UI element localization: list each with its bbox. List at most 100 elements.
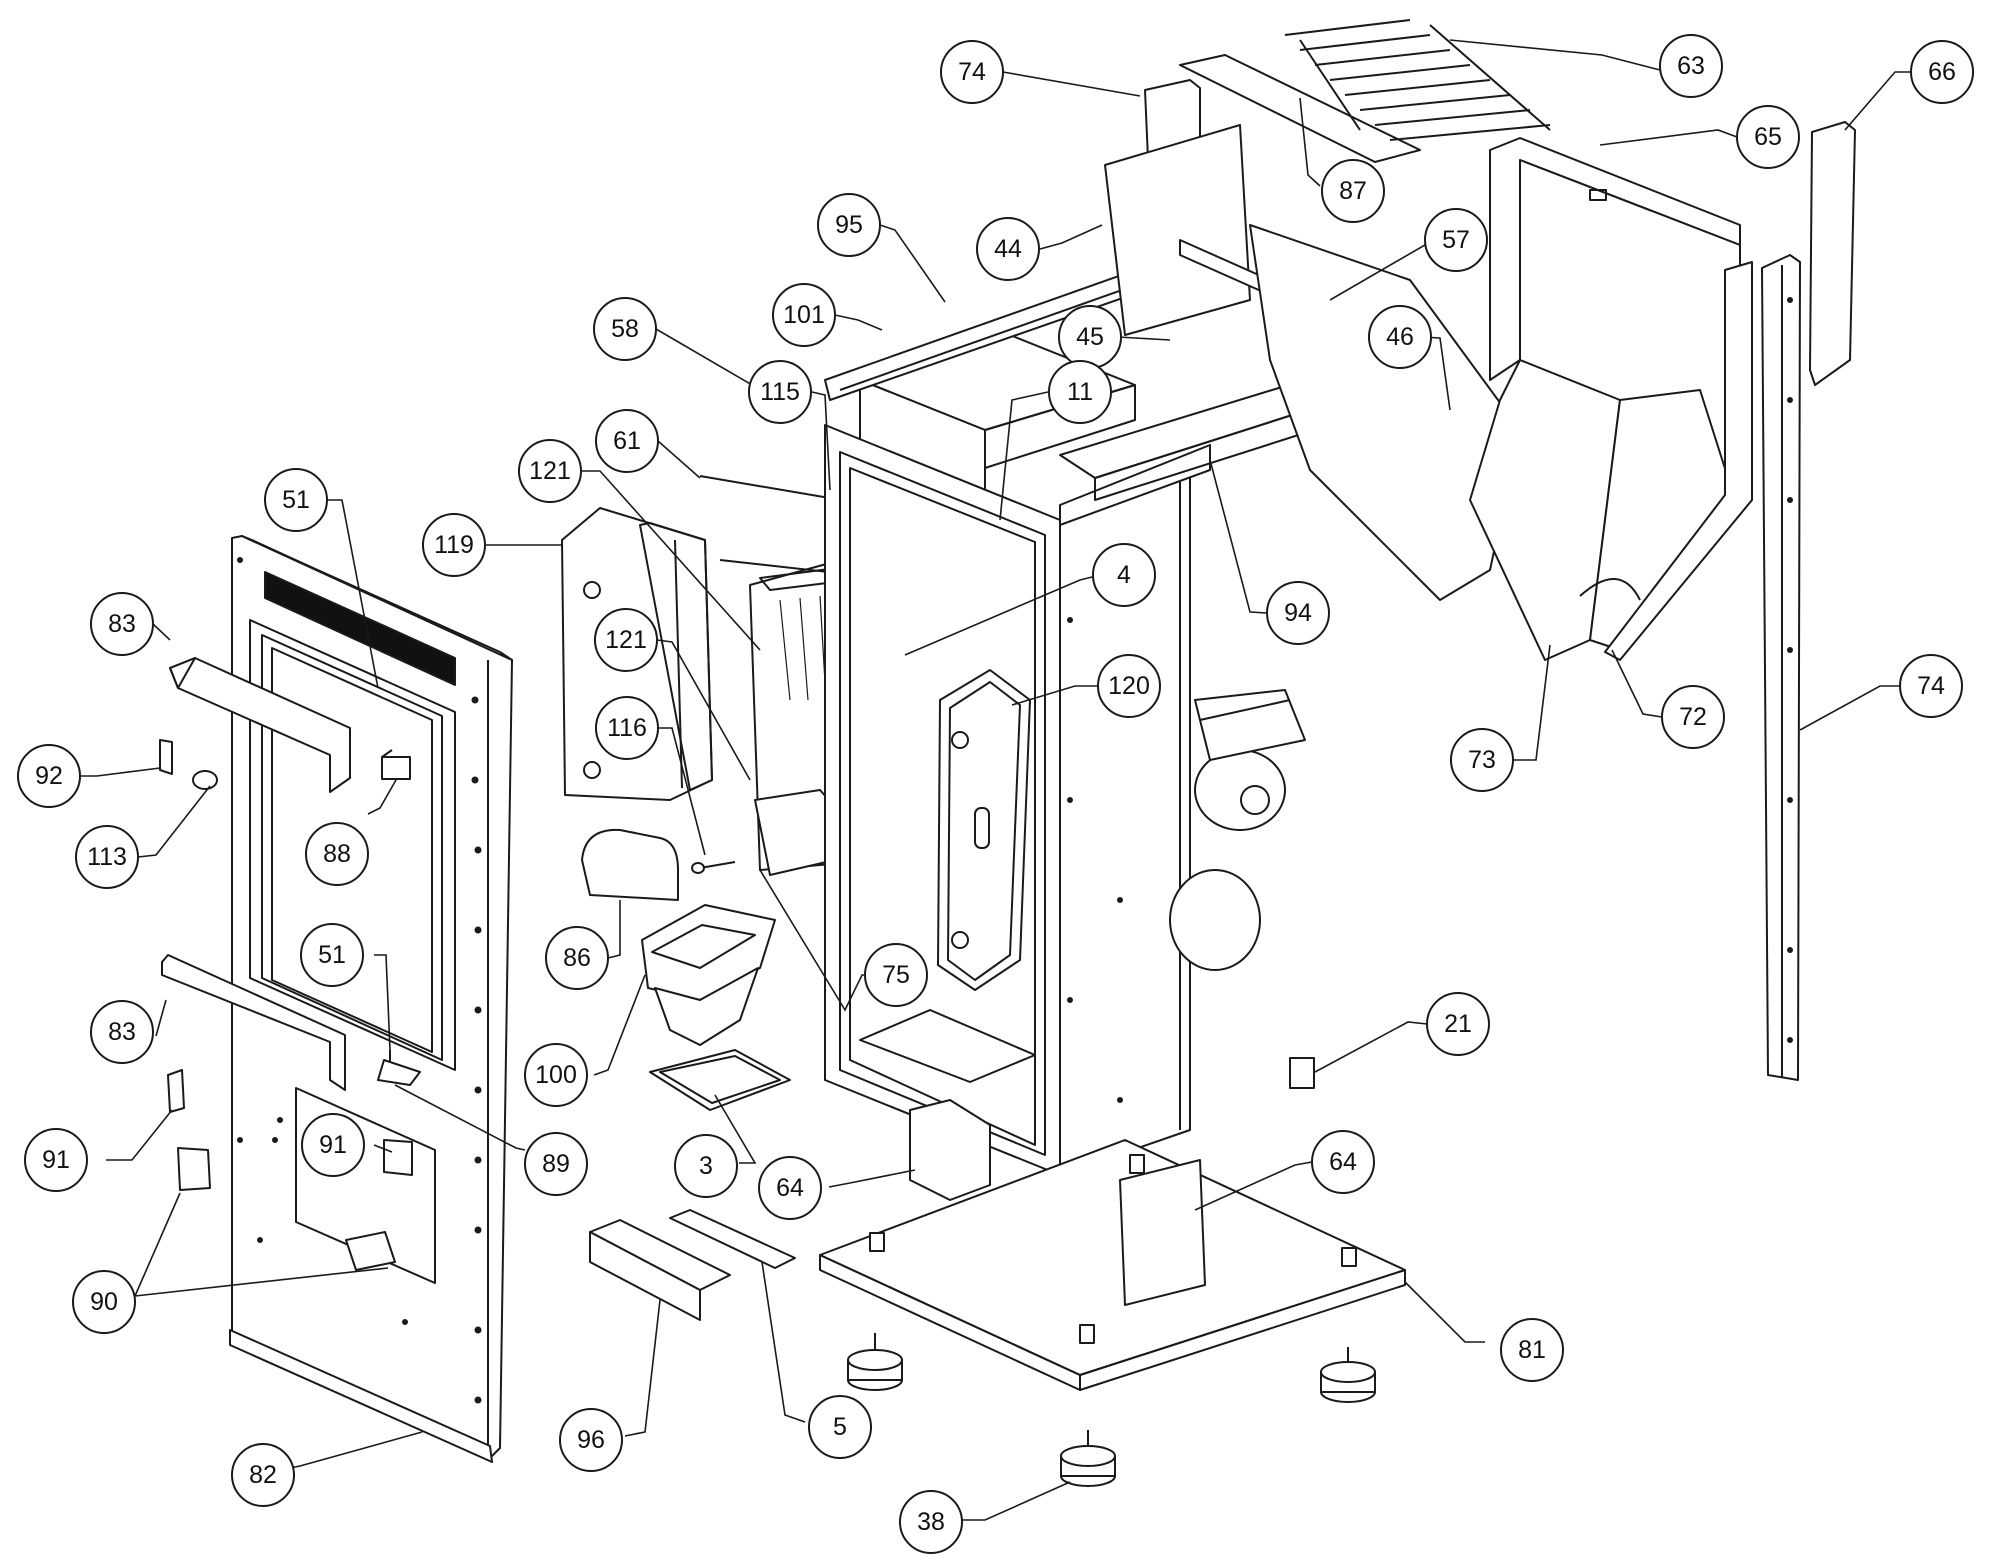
callout-51b: 51 [300, 923, 364, 987]
bolt-116 [691, 861, 736, 874]
svg-text:73: 73 [1468, 746, 1496, 774]
svg-text:61: 61 [613, 427, 641, 455]
svg-text:38: 38 [917, 1508, 945, 1536]
svg-text:3: 3 [699, 1152, 713, 1180]
svg-text:11: 11 [1067, 378, 1093, 406]
callout-57: 57 [1424, 208, 1488, 272]
callout-82: 82 [231, 1443, 295, 1507]
callout-101: 101 [772, 283, 836, 347]
svg-text:51: 51 [282, 486, 310, 514]
callout-64a: 64 [758, 1156, 822, 1220]
svg-text:121: 121 [605, 626, 647, 654]
svg-text:83: 83 [108, 610, 136, 638]
gasket-5 [669, 1209, 796, 1269]
callout-21: 21 [1426, 992, 1490, 1056]
side-rail-66 [1809, 121, 1856, 386]
callout-74b: 74 [1899, 654, 1963, 718]
rear-plate-44 [1104, 124, 1251, 336]
svg-text:100: 100 [535, 1061, 577, 1089]
ash-door-96 [589, 1219, 731, 1321]
callout-46: 46 [1368, 305, 1432, 369]
gasket-3 [649, 1049, 791, 1111]
callout-65: 65 [1736, 105, 1800, 169]
callout-120: 120 [1097, 654, 1161, 718]
callout-44: 44 [976, 217, 1040, 281]
deflector-bottom [161, 954, 346, 1091]
callout-92: 92 [17, 744, 81, 808]
hopper-73 [1469, 359, 1736, 661]
svg-text:90: 90 [90, 1288, 118, 1316]
brazier-100 [641, 904, 776, 1046]
callout-45: 45 [1058, 305, 1122, 369]
svg-text:95: 95 [835, 211, 863, 239]
ash-lid-86 [581, 828, 679, 901]
front-panel [229, 535, 513, 1463]
svg-text:51: 51 [318, 941, 346, 969]
svg-text:81: 81 [1518, 1336, 1546, 1364]
callout-113: 113 [75, 825, 139, 889]
svg-text:83: 83 [108, 1018, 136, 1046]
callout-51a: 51 [264, 468, 328, 532]
callout-88: 88 [305, 822, 369, 886]
callout-83a: 83 [90, 592, 154, 656]
callout-74a: 74 [940, 40, 1004, 104]
svg-text:46: 46 [1386, 323, 1414, 351]
callout-75: 75 [864, 943, 928, 1007]
svg-text:101: 101 [783, 301, 825, 329]
svg-text:72: 72 [1679, 703, 1707, 731]
svg-text:64: 64 [776, 1174, 804, 1202]
callout-5: 5 [808, 1395, 872, 1459]
callout-95: 95 [817, 193, 881, 257]
callout-94: 94 [1266, 581, 1330, 645]
cover-87 [1179, 54, 1421, 163]
svg-text:91: 91 [319, 1131, 347, 1159]
callout-63: 63 [1659, 34, 1723, 98]
terminal-21 [1289, 1057, 1315, 1089]
callout-81: 81 [1500, 1318, 1564, 1382]
callout-119: 119 [422, 513, 486, 577]
callout-86: 86 [545, 926, 609, 990]
motor-group [1169, 689, 1306, 971]
base-plate-81 [819, 1139, 1406, 1391]
callout-116: 116 [595, 696, 659, 760]
callout-61: 61 [595, 409, 659, 473]
callout-89: 89 [524, 1132, 588, 1196]
svg-text:63: 63 [1677, 52, 1705, 80]
side-rail-74-long [1761, 254, 1801, 1081]
inner-panel [1249, 224, 1521, 601]
svg-text:94: 94 [1284, 599, 1312, 627]
feet-38 [847, 1333, 1376, 1487]
callout-38: 38 [899, 1490, 963, 1554]
callout-66: 66 [1910, 40, 1974, 104]
callout-96: 96 [559, 1408, 623, 1472]
callout-72: 72 [1661, 685, 1725, 749]
svg-text:57: 57 [1442, 226, 1470, 254]
svg-text:87: 87 [1339, 177, 1367, 205]
svg-text:115: 115 [760, 378, 800, 406]
svg-text:91: 91 [42, 1146, 70, 1174]
svg-text:120: 120 [1108, 672, 1150, 700]
svg-text:113: 113 [87, 843, 127, 871]
callout-115: 115 [748, 360, 812, 424]
svg-text:66: 66 [1928, 58, 1956, 86]
svg-text:89: 89 [542, 1150, 570, 1178]
svg-text:58: 58 [611, 315, 639, 343]
svg-text:92: 92 [35, 762, 63, 790]
hopper-side-72 [1604, 261, 1753, 661]
svg-text:75: 75 [882, 961, 910, 989]
callout-4: 4 [1092, 543, 1156, 607]
grid-63 [1284, 19, 1551, 141]
deflector-top [169, 657, 351, 793]
svg-text:96: 96 [577, 1426, 605, 1454]
legs-64 [909, 1099, 1206, 1306]
callout-121a: 121 [518, 439, 582, 503]
svg-text:74: 74 [1917, 672, 1945, 700]
svg-text:44: 44 [994, 235, 1022, 263]
svg-text:82: 82 [249, 1461, 277, 1489]
svg-text:119: 119 [434, 531, 474, 559]
callout-83b: 83 [90, 1000, 154, 1064]
callout-64b: 64 [1311, 1130, 1375, 1194]
svg-text:64: 64 [1329, 1148, 1357, 1176]
svg-text:21: 21 [1444, 1010, 1472, 1038]
